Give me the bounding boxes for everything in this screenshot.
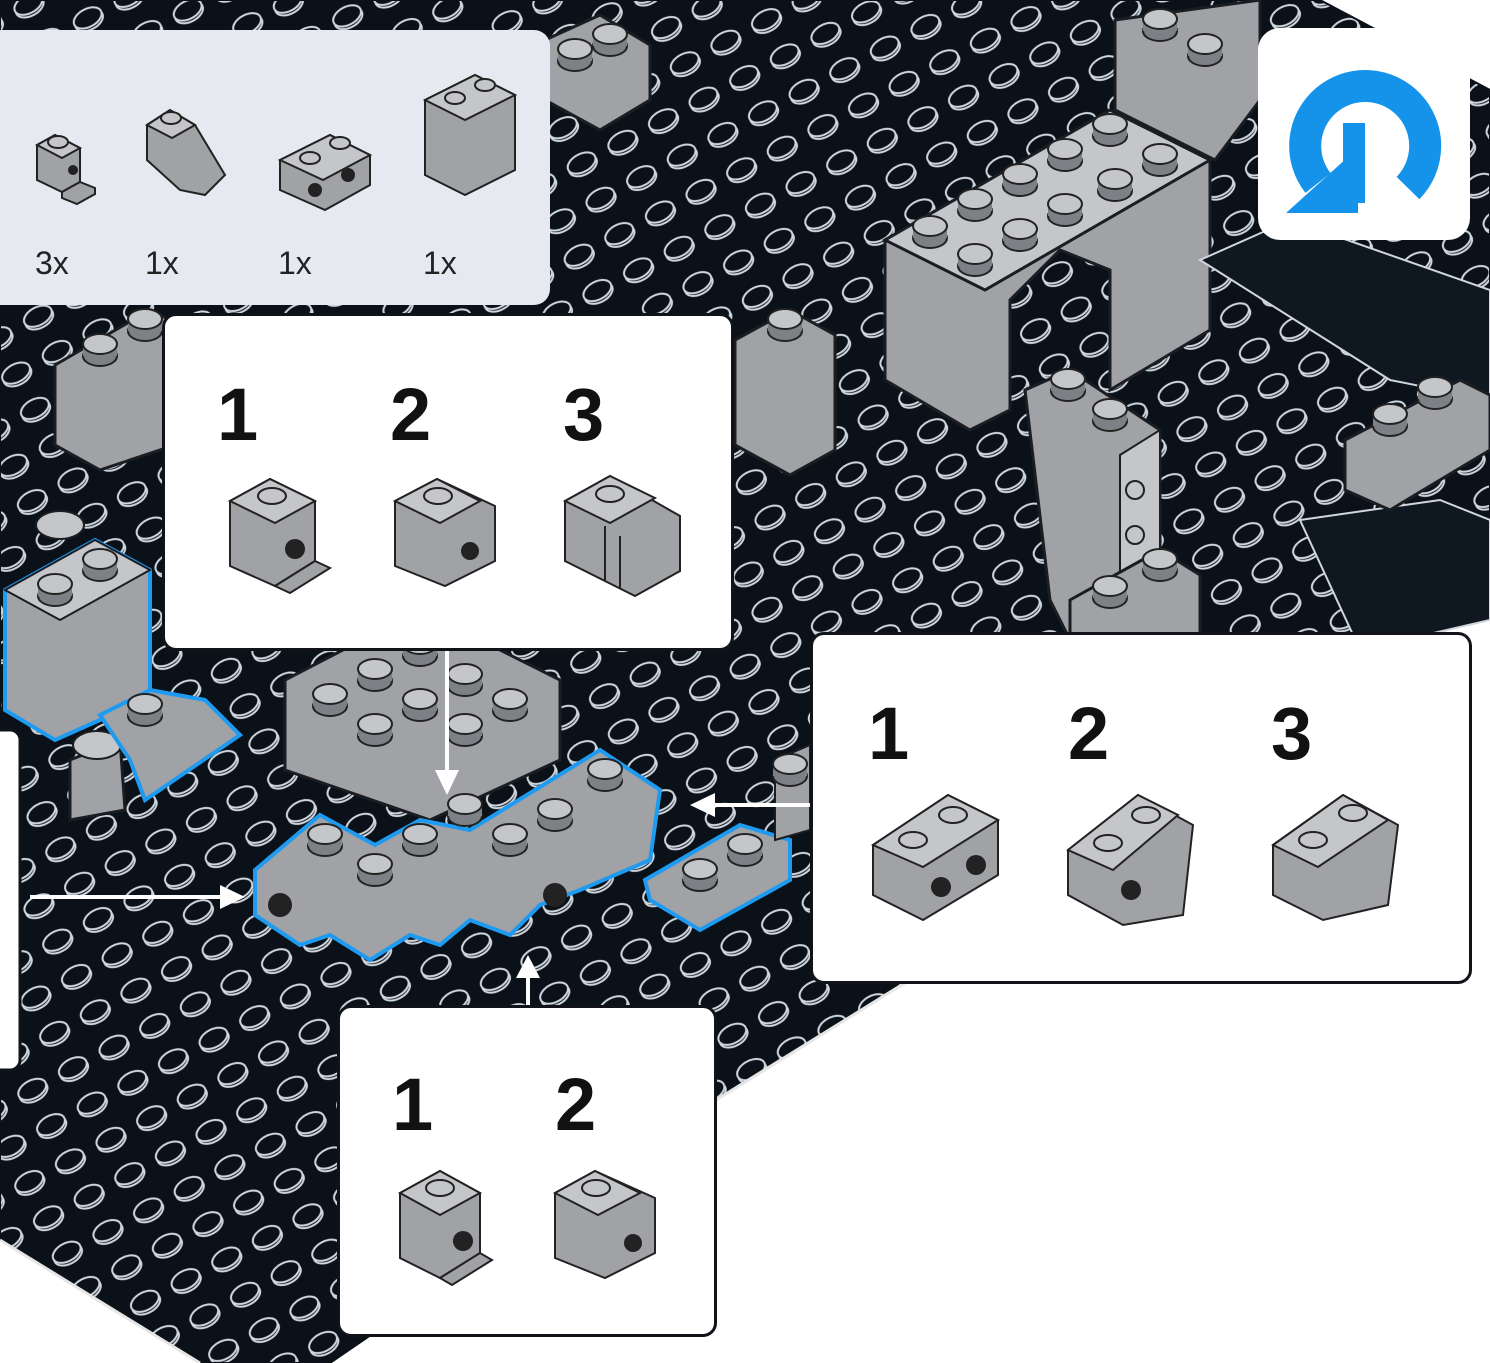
callout-bottom: 1 2 [337,1005,717,1337]
part-1x2-side-studs [280,135,370,210]
part-quantity: 1x [145,245,179,282]
part-1x2x2-brick [425,75,515,195]
rotate-panel [1258,28,1470,240]
part-1x1-slope [147,110,225,195]
callout-right-bricks [813,635,1475,987]
part-1x1-side-stud [37,135,95,204]
callout-bottom-bricks [340,1008,720,1340]
part-quantity: 1x [423,245,457,282]
callout-right: 1 2 3 [810,632,1472,984]
callout-top-bricks [165,316,737,654]
parts-illustrations [0,30,550,305]
callout-top: 1 2 3 [162,313,734,651]
rotate-model-icon [1258,28,1470,240]
parts-list-panel: 3x 1x 1x 1x [0,30,550,305]
part-quantity: 3x [35,245,69,282]
part-quantity: 1x [278,245,312,282]
